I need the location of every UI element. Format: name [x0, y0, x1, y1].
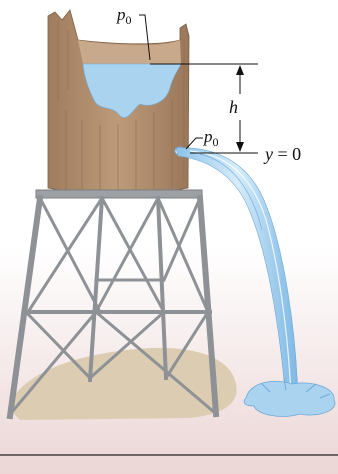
- splash-puddle: [243, 381, 336, 417]
- water-jet: [175, 147, 336, 417]
- tower-leg: [196, 194, 220, 418]
- p0-top-leader: [139, 14, 151, 61]
- splash-spray: [261, 377, 331, 399]
- tower-bracing: [9, 195, 217, 415]
- jet-streak: [199, 153, 263, 231]
- tower-leg: [6, 194, 44, 420]
- tower-top-platform: [35, 189, 203, 199]
- p0-top-label: p0: [116, 5, 132, 27]
- height-arrow-head-up: [236, 65, 244, 75]
- support-tower: [6, 189, 220, 420]
- datum-label: y = 0: [263, 144, 301, 164]
- p0-outlet-leader: [185, 137, 203, 150]
- jet-streak: [189, 150, 292, 397]
- tank-water: [82, 63, 182, 118]
- tower-leg: [87, 195, 105, 383]
- height-label: h: [229, 97, 238, 117]
- height-arrow-head-down: [236, 142, 244, 152]
- tank-interior: [78, 40, 181, 64]
- ground-sand: [8, 347, 237, 420]
- p0-outlet-label: p0: [203, 127, 219, 149]
- tower-leg: [155, 195, 169, 381]
